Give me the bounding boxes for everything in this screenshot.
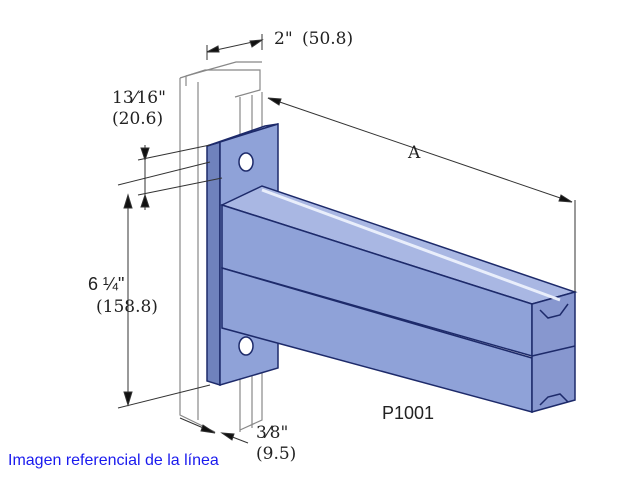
dimension-lines (117, 34, 576, 444)
bolt-hole-top (238, 152, 254, 172)
dim-plate: 3⁄8" (256, 423, 288, 443)
dim-height-mm: (158.8) (96, 297, 158, 317)
dim-offset: 13⁄16" (112, 88, 166, 108)
strut-outline (179, 61, 263, 433)
dim-width-mm: (50.8) (302, 29, 353, 49)
dim-height: 6 ¼" (88, 274, 124, 294)
dim-offset-mm: (20.6) (112, 109, 163, 129)
caption: Imagen referencial de la línea (8, 452, 219, 469)
dim-plate-mm: (9.5) (256, 444, 296, 464)
bolt-hole-bottom (238, 336, 254, 356)
cantilever-arm (219, 185, 578, 413)
dim-width: 2" (274, 29, 293, 49)
dim-length: A (407, 143, 421, 163)
part-number: P1001 (382, 403, 434, 423)
